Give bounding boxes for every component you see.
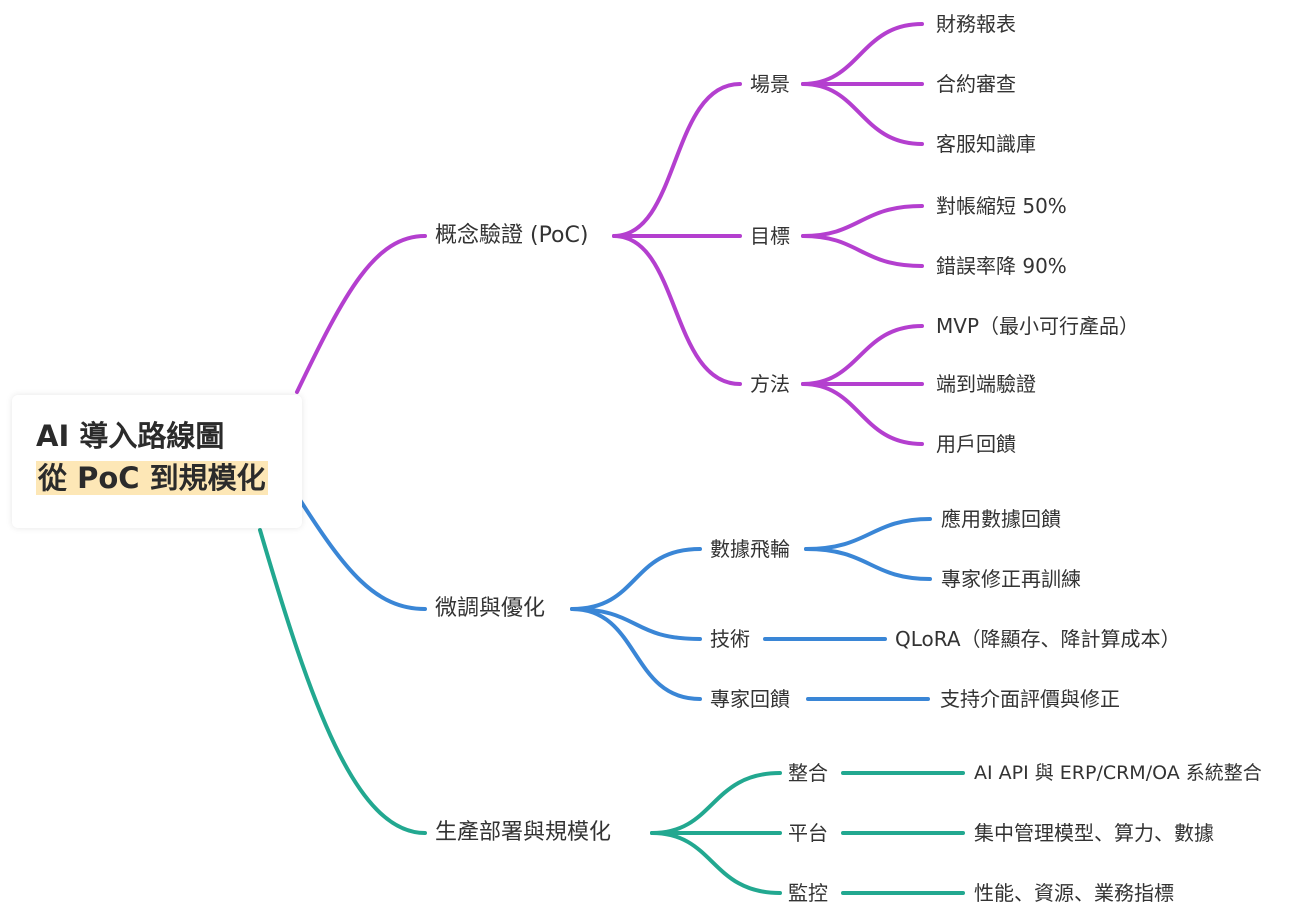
link-goal-1 <box>801 204 924 238</box>
link-root-deploy <box>258 528 427 835</box>
node-goal-item[interactable]: 錯誤率降 90% <box>936 254 1067 278</box>
node-expert-item[interactable]: 支持介面評價與修正 <box>940 687 1120 711</box>
link-scene-1 <box>801 22 924 86</box>
node-scene-item[interactable]: 客服知識庫 <box>936 132 1036 156</box>
root-title-line2: 從 PoC 到規模化 <box>36 461 268 495</box>
node-ft-expert[interactable]: 專家回饋 <box>710 687 790 711</box>
link-flywheel-2 <box>804 547 932 581</box>
node-monitor-item[interactable]: 性能、資源、業務指標 <box>974 881 1174 905</box>
node-poc-method[interactable]: 方法 <box>750 372 790 396</box>
node-ft-tech[interactable]: 技術 <box>710 627 750 651</box>
node-integration-item[interactable]: AI API 與 ERP/CRM/OA 系統整合 <box>974 762 1262 784</box>
link-root-finetune <box>298 498 427 611</box>
node-ft-flywheel[interactable]: 數據飛輪 <box>710 537 790 561</box>
link-goal-2 <box>801 234 924 268</box>
link-flywheel-1 <box>804 517 932 551</box>
root-node[interactable]: AI 導入路線圖 從 PoC 到規模化 <box>12 395 302 528</box>
node-flywheel-item[interactable]: 應用數據回饋 <box>941 507 1061 531</box>
node-dp-platform[interactable]: 平台 <box>788 821 828 845</box>
node-platform-item[interactable]: 集中管理模型、算力、數據 <box>974 821 1214 845</box>
link-poc-scene <box>612 82 742 238</box>
link-root-poc <box>295 234 427 394</box>
link-ft-tech <box>570 607 702 641</box>
link-dp-monitor <box>650 831 782 895</box>
link-ft-flywheel <box>570 547 702 611</box>
link-poc-method <box>612 234 742 386</box>
node-poc-goal[interactable]: 目標 <box>750 224 790 248</box>
node-flywheel-item[interactable]: 專家修正再訓練 <box>941 567 1081 591</box>
node-tech-item[interactable]: QLoRA（降顯存、降計算成本） <box>895 627 1181 651</box>
node-dp-monitor[interactable]: 監控 <box>788 881 828 905</box>
node-method-item[interactable]: MVP（最小可行產品） <box>936 314 1139 338</box>
link-scene-3 <box>801 82 924 146</box>
node-scene-item[interactable]: 合約審查 <box>936 72 1016 96</box>
node-method-item[interactable]: 端到端驗證 <box>936 372 1036 396</box>
node-deploy[interactable]: 生產部署與規模化 <box>435 820 612 845</box>
node-finetune[interactable]: 微調與優化 <box>435 596 546 621</box>
node-poc[interactable]: 概念驗證 (PoC) <box>435 223 589 248</box>
node-method-item[interactable]: 用戶回饋 <box>936 432 1016 456</box>
link-dp-integration <box>650 771 782 835</box>
link-method-3 <box>801 382 924 446</box>
node-dp-integration[interactable]: 整合 <box>788 761 828 785</box>
node-goal-item[interactable]: 對帳縮短 50% <box>936 194 1067 218</box>
root-title-line1: AI 導入路線圖 <box>36 419 225 453</box>
link-ft-expert <box>570 607 702 701</box>
link-method-1 <box>801 324 924 386</box>
node-poc-scene[interactable]: 場景 <box>750 72 790 96</box>
node-scene-item[interactable]: 財務報表 <box>936 12 1016 36</box>
